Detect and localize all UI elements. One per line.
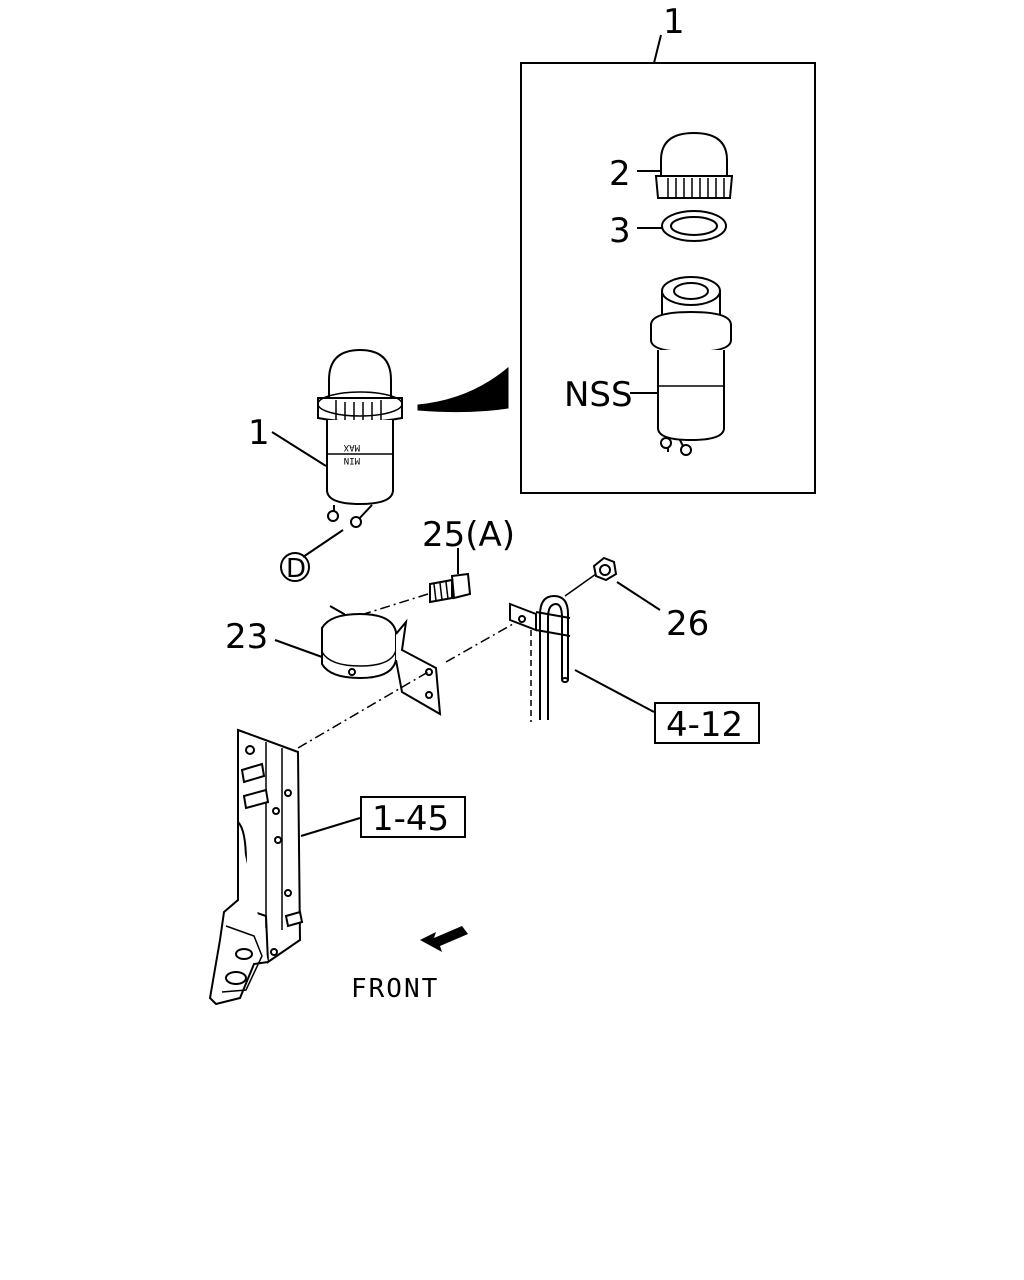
nut-leader	[616, 581, 661, 611]
band-pipe-centerline	[445, 619, 521, 663]
reservoir-leader	[271, 431, 327, 467]
hose-marker-leader	[302, 529, 344, 558]
bracket-leader	[300, 817, 361, 837]
reservoir-min-mark: MIN	[344, 455, 360, 465]
nut-part	[592, 556, 618, 582]
cap-part	[654, 131, 734, 199]
pipe-ref-box	[654, 702, 760, 744]
band-part	[321, 605, 442, 716]
front-label: FRONT	[351, 974, 439, 1004]
reservoir-part: MAX MIN	[317, 348, 403, 528]
bracket-ref-box	[360, 796, 466, 838]
nss-callout: NSS	[564, 375, 633, 415]
kit-callout: 1	[663, 2, 685, 42]
kit-inset: 1 2 3	[520, 2, 816, 494]
nut-callout: 26	[666, 604, 709, 644]
pipe-leader	[574, 669, 655, 713]
band-bracket-centerline	[297, 671, 429, 749]
bolt-part	[429, 572, 472, 604]
kit-inset-frame	[520, 62, 816, 494]
gasket-callout: 3	[609, 211, 631, 251]
bolt-centerline	[363, 593, 429, 615]
reservoir-callout: 1	[248, 413, 270, 453]
cap-callout: 2	[609, 154, 631, 194]
band-callout: 23	[225, 617, 268, 657]
kit-leader	[653, 34, 662, 64]
bolt-callout: 25(A)	[422, 515, 515, 555]
pipe-part	[509, 573, 597, 722]
reservoir-max-mark: MAX	[343, 442, 360, 452]
hose-marker-label: D	[286, 554, 306, 584]
pipe-ref-callout: 4-12	[666, 705, 743, 745]
kit-pointer-arrow	[417, 366, 509, 413]
nss-reservoir-body	[650, 276, 732, 456]
front-arrow-icon	[420, 926, 468, 952]
bracket-part	[208, 728, 304, 1006]
gasket-part	[661, 210, 727, 242]
hose-marker-circle	[280, 552, 310, 582]
band-leader	[274, 639, 323, 658]
bracket-ref-callout: 1-45	[372, 799, 449, 839]
